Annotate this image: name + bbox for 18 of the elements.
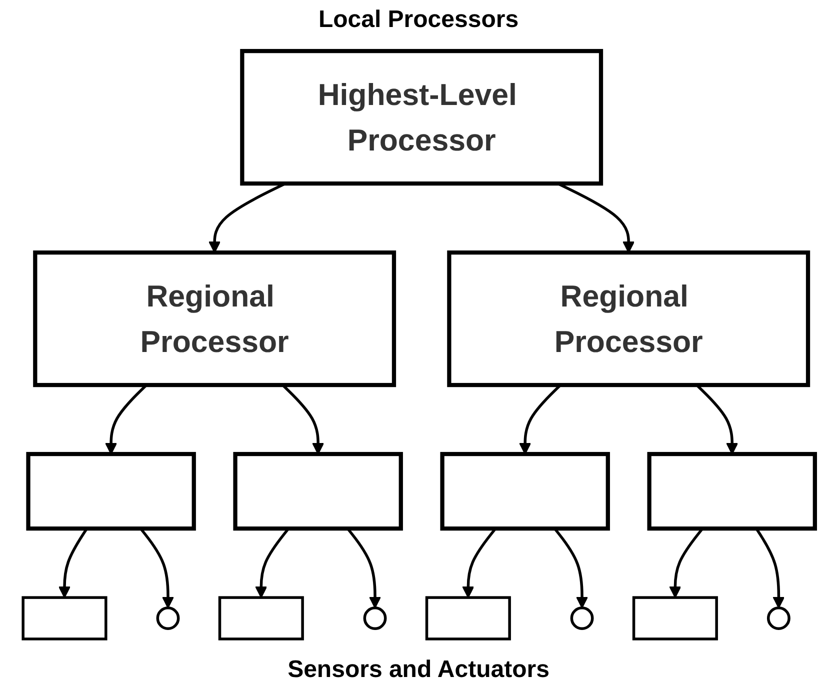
node-box <box>218 596 304 640</box>
node-box <box>21 596 107 640</box>
node-circle <box>156 606 180 630</box>
node-box <box>440 452 610 531</box>
node-box <box>632 596 718 640</box>
node-circle <box>362 606 386 630</box>
node-box <box>232 452 402 531</box>
diagram-label: Sensors and Actuators <box>288 656 550 684</box>
diagram-label: Local Processors <box>318 6 519 34</box>
node-box <box>424 596 510 640</box>
node-box <box>646 452 816 531</box>
node-box <box>446 250 810 388</box>
node-box <box>26 452 196 531</box>
node-circle <box>766 606 790 630</box>
node-circle <box>570 606 594 630</box>
node-box <box>32 250 396 388</box>
hierarchy-diagram: Highest-Level Processor Regional Processor Regional Processor <box>8 40 828 650</box>
node-box <box>240 48 603 186</box>
